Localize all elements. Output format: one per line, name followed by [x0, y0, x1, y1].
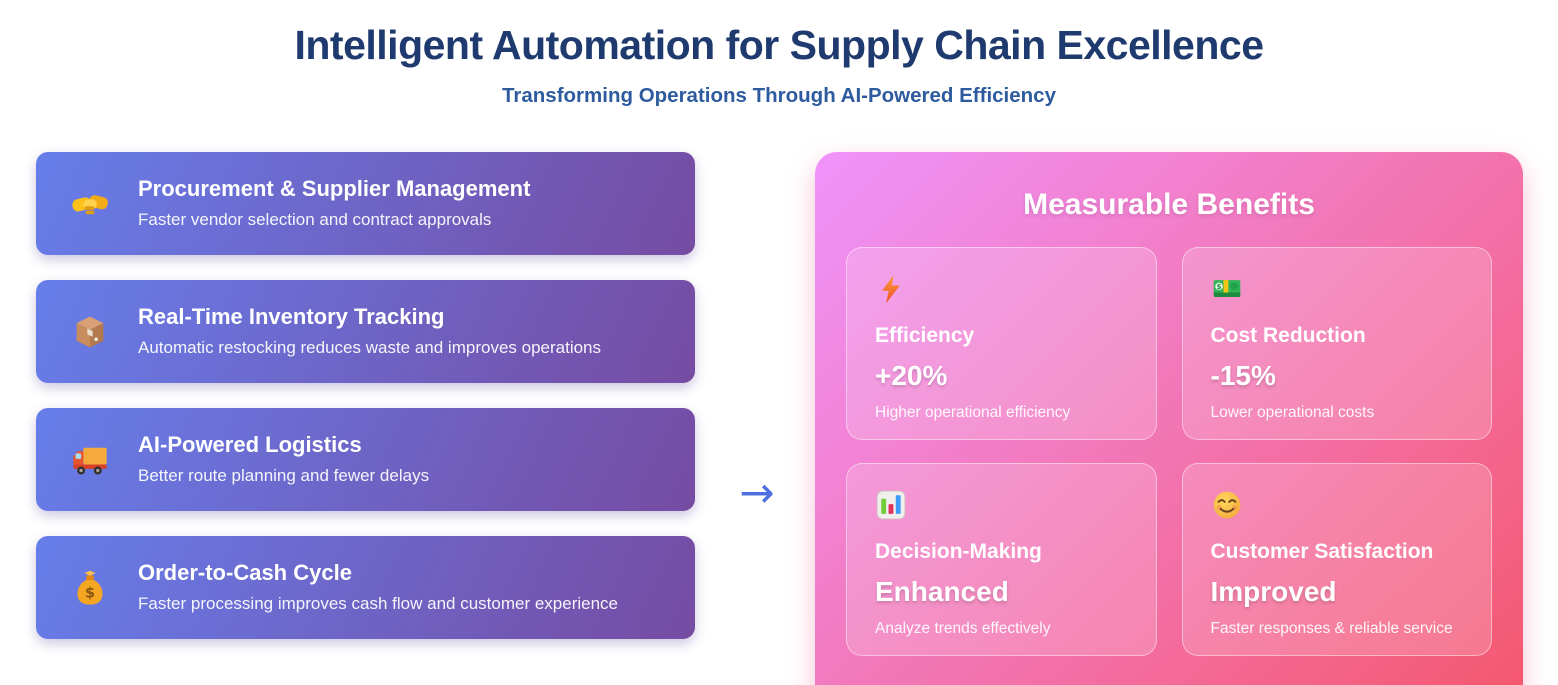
svg-text:$: $: [1216, 282, 1221, 291]
process-card-description: Better route planning and fewer delays: [138, 465, 430, 485]
benefits-title: Measurable Benefits: [1023, 188, 1315, 221]
process-card-procurement: Procurement & Supplier Management Faster…: [36, 152, 695, 255]
truck-icon: [70, 440, 110, 480]
process-card-title: Procurement & Supplier Management: [138, 176, 531, 202]
smiley-icon: [1211, 489, 1464, 521]
benefit-title: Cost Reduction: [1210, 324, 1366, 347]
benefit-title: Decision-Making: [875, 540, 1042, 563]
bar-chart-icon: [875, 489, 1128, 521]
page-subtitle: Transforming Operations Through AI-Power…: [502, 84, 1056, 107]
process-card-description: Faster processing improves cash flow and…: [138, 593, 618, 613]
process-card-inventory: Real-Time Inventory Tracking Automatic r…: [36, 280, 695, 383]
process-card-text: AI-Powered Logistics Better route planni…: [138, 433, 429, 485]
benefit-title: Customer Satisfaction: [1210, 540, 1434, 563]
benefit-value: +20%: [875, 360, 948, 391]
benefits-grid: Efficiency +20% Higher operational effic…: [846, 247, 1492, 656]
process-column: Procurement & Supplier Management Faster…: [36, 152, 695, 639]
process-card-title: Real-Time Inventory Tracking: [138, 304, 445, 330]
process-card-text: Order-to-Cash Cycle Faster processing im…: [138, 561, 618, 613]
process-card-logistics: AI-Powered Logistics Better route planni…: [36, 408, 695, 511]
benefit-description: Lower operational costs: [1210, 404, 1375, 421]
benefit-value: Improved: [1210, 576, 1337, 607]
flow-arrow-icon: →: [739, 468, 775, 517]
lightning-icon: [875, 273, 1128, 305]
process-card-title: Order-to-Cash Cycle: [138, 560, 352, 586]
process-card-text: Procurement & Supplier Management Faster…: [138, 177, 530, 229]
benefit-card-efficiency: Efficiency +20% Higher operational effic…: [846, 247, 1157, 440]
benefit-description: Faster responses & reliable service: [1210, 620, 1453, 637]
header: Intelligent Automation for Supply Chain …: [0, 0, 1558, 108]
benefit-value: Enhanced: [875, 576, 1009, 607]
process-card-title: AI-Powered Logistics: [138, 432, 362, 458]
benefit-description: Higher operational efficiency: [875, 404, 1071, 421]
process-card-order-to-cash: $ Order-to-Cash Cycle Faster processing …: [36, 536, 695, 639]
page-title: Intelligent Automation for Supply Chain …: [294, 22, 1265, 68]
package-icon: [70, 312, 110, 352]
svg-text:$: $: [85, 585, 95, 601]
benefit-description: Analyze trends effectively: [875, 620, 1051, 637]
money-bag-icon: $: [70, 568, 110, 608]
handshake-icon: [70, 184, 110, 224]
benefit-title: Efficiency: [875, 324, 975, 347]
process-card-text: Real-Time Inventory Tracking Automatic r…: [138, 305, 601, 357]
benefit-card-decision-making: Decision-Making Enhanced Analyze trends …: [846, 463, 1157, 656]
process-card-description: Automatic restocking reduces waste and i…: [138, 337, 602, 357]
process-card-description: Faster vendor selection and contract app…: [138, 209, 492, 229]
banknote-icon: $: [1211, 273, 1464, 305]
benefits-panel: Measurable Benefits Efficiency +20% High…: [815, 152, 1523, 685]
benefit-value: -15%: [1210, 360, 1276, 391]
benefit-card-cost-reduction: $ Cost Reduction -15% Lower operational …: [1181, 247, 1492, 440]
benefit-card-customer-satisfaction: Customer Satisfaction Improved Faster re…: [1181, 463, 1492, 656]
